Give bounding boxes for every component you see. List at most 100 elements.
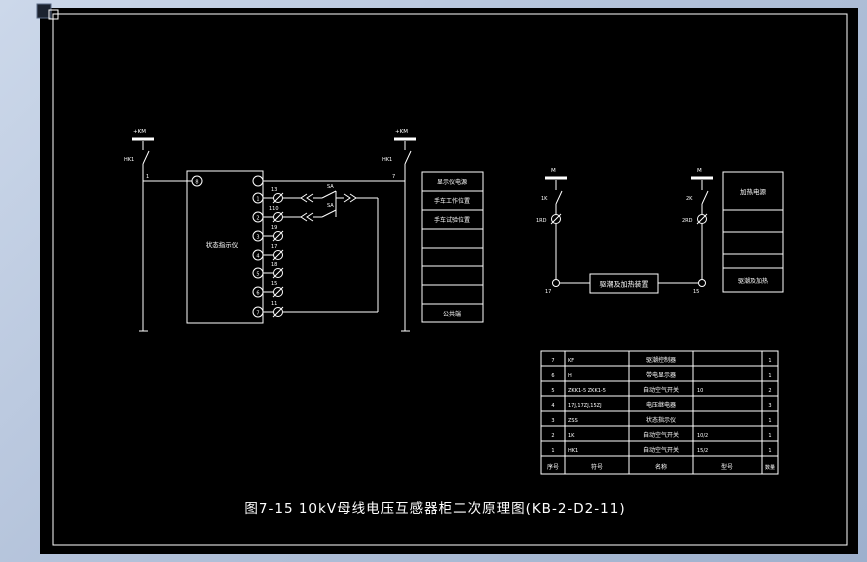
- status-indicator-box: [186, 170, 264, 324]
- svg-text:3: 3: [768, 403, 771, 409]
- terminal-number: 4: [256, 254, 259, 260]
- svg-text:1: 1: [768, 433, 771, 439]
- switch-label: 2K: [686, 196, 693, 202]
- svg-text:状态指示仪: 状态指示仪: [646, 416, 676, 424]
- bom-header-model: 型号: [721, 463, 733, 471]
- heater-circuit: M 1K 1RD 17 驱潮及加热装置 M 2K 2RD 15: [536, 168, 713, 295]
- bom-header-row: 序号 符号 名称 型号 数量: [547, 463, 775, 471]
- svg-text:1: 1: [768, 448, 771, 454]
- sa-switch-label: SA: [327, 203, 334, 209]
- bom-header-qty: 数量: [765, 464, 775, 471]
- plug-connector-icon: [306, 193, 314, 203]
- table-row: 驱潮及加热: [738, 277, 768, 285]
- terminal-number: 3: [256, 235, 259, 241]
- drawing-canvas[interactable]: [40, 8, 858, 554]
- svg-text:6: 6: [551, 373, 554, 379]
- lamp-wire-number: 15: [271, 281, 277, 287]
- svg-text:HK1: HK1: [568, 448, 578, 454]
- switch-blade-left: [142, 150, 150, 165]
- bus-label: M: [551, 168, 556, 174]
- svg-text:2: 2: [768, 388, 771, 394]
- bus-label: M: [697, 168, 702, 174]
- lamp-wire-number: 13: [271, 187, 277, 193]
- svg-text:3: 3: [551, 418, 554, 424]
- right-function-table: 加热电源 驱潮及加热: [722, 171, 784, 293]
- svg-text:7: 7: [551, 358, 554, 364]
- terminal: [552, 279, 560, 287]
- terminal: [698, 279, 706, 287]
- sa-switch-label: SA: [327, 184, 334, 190]
- table-row: 显示仪电源: [437, 178, 467, 186]
- switch-blade-right: [404, 150, 412, 165]
- lamp-symbols: 13 110 19 17 18 15 11: [263, 187, 284, 318]
- svg-text:1: 1: [551, 448, 554, 454]
- terminal-strip: 1 2 3 4 5 6 7: [252, 175, 264, 318]
- svg-text:ZKK1-5 ZKK1-5: ZKK1-5 ZKK1-5: [568, 388, 606, 394]
- switch-blade: [555, 190, 563, 205]
- bom-header-no: 序号: [547, 463, 559, 471]
- drawing-caption: 图7-15 10kV母线电压互感器柜二次原理图(KB-2-D2-11): [244, 500, 625, 517]
- bom-row: 5 ZKK1-5 ZKK1-5 自动空气开关 10 2: [551, 386, 771, 394]
- terminal-number: 5: [256, 272, 259, 278]
- svg-text:1: 1: [768, 418, 771, 424]
- terminal-number: 2: [256, 216, 259, 222]
- fuse-label: 1RD: [536, 218, 547, 224]
- plug-connector-icon: [306, 212, 314, 222]
- switch-left-label: HK1: [124, 157, 134, 163]
- plug-connector-icon: [300, 193, 308, 203]
- svg-text:自动空气开关: 自动空气开关: [643, 446, 679, 454]
- svg-text:驱潮控制器: 驱潮控制器: [646, 356, 676, 364]
- svg-text:自动空气开关: 自动空气开关: [643, 431, 679, 439]
- bom-row: 3 ZSS 状态指示仪 1: [551, 416, 771, 424]
- bom-row: 1 HK1 自动空气开关 15/2 1: [551, 446, 771, 454]
- lamp-wire-number: 18: [271, 262, 277, 268]
- status-indicator-circuit: +KM HK1 +KM HK1 1 7 状态指示仪 8 1 2 3 4: [124, 129, 416, 332]
- svg-text:KF: KF: [568, 358, 574, 364]
- switch-label: 1K: [541, 196, 548, 202]
- lamp-wire-number: 11: [271, 301, 277, 307]
- bom-header-name: 名称: [655, 463, 667, 471]
- terminal-number: 6: [256, 291, 259, 297]
- terminal-left: [191, 175, 203, 187]
- fuse-label: 2RD: [682, 218, 693, 224]
- svg-text:15/2: 15/2: [697, 448, 708, 454]
- wire-number-7: 7: [392, 174, 395, 180]
- drawing-border-frame: [52, 13, 848, 546]
- plug-connector-icon: [343, 193, 351, 203]
- terminal-left-number: 8: [195, 180, 198, 186]
- switch-blade: [701, 190, 709, 205]
- table-row: 手车试验位置: [434, 216, 470, 224]
- status-indicator-label: 状态指示仪: [206, 240, 239, 249]
- svg-text:17J,17ZJ,15ZJ: 17J,17ZJ,15ZJ: [568, 403, 602, 409]
- terminal-number: 15: [693, 289, 699, 295]
- sa-switch-branch: SA SA: [283, 184, 379, 313]
- svg-text:ZSS: ZSS: [568, 418, 578, 424]
- svg-text:5: 5: [551, 388, 554, 394]
- svg-text:带电显示器: 带电显示器: [646, 371, 676, 379]
- switch-right-label: HK1: [382, 157, 392, 163]
- svg-text:2: 2: [551, 433, 554, 439]
- heater-box-label: 驱潮及加热装置: [600, 280, 649, 289]
- svg-text:4: 4: [551, 403, 554, 409]
- terminal-number: 17: [545, 289, 551, 295]
- terminal-number: 7: [256, 311, 259, 317]
- wire-number-1: 1: [146, 174, 149, 180]
- svg-text:10: 10: [697, 388, 703, 394]
- frame-corner-square: [36, 3, 52, 19]
- lamp-wire-number: 19: [271, 225, 277, 231]
- bus-right-label: +KM: [395, 129, 408, 135]
- bom-row: 7 KF 驱潮控制器 1: [551, 356, 771, 364]
- bom-table: 7 KF 驱潮控制器 1 6 H 带电显示器 1 5 ZKK1-5 ZKK1-5…: [540, 350, 779, 475]
- table-row: 手车工作位置: [434, 197, 470, 205]
- bom-row: 6 H 带电显示器 1: [551, 371, 771, 379]
- svg-text:10/2: 10/2: [697, 433, 708, 439]
- table-row: 加热电源: [740, 187, 767, 196]
- left-function-table: 显示仪电源 手车工作位置 手车试验位置 公共端: [421, 171, 484, 323]
- svg-text:H: H: [568, 373, 572, 379]
- bus-left-label: +KM: [133, 129, 146, 135]
- table-row: 公共端: [443, 310, 461, 318]
- svg-text:1: 1: [768, 373, 771, 379]
- svg-text:自动空气开关: 自动空气开关: [643, 386, 679, 394]
- terminal-number: 1: [256, 197, 259, 203]
